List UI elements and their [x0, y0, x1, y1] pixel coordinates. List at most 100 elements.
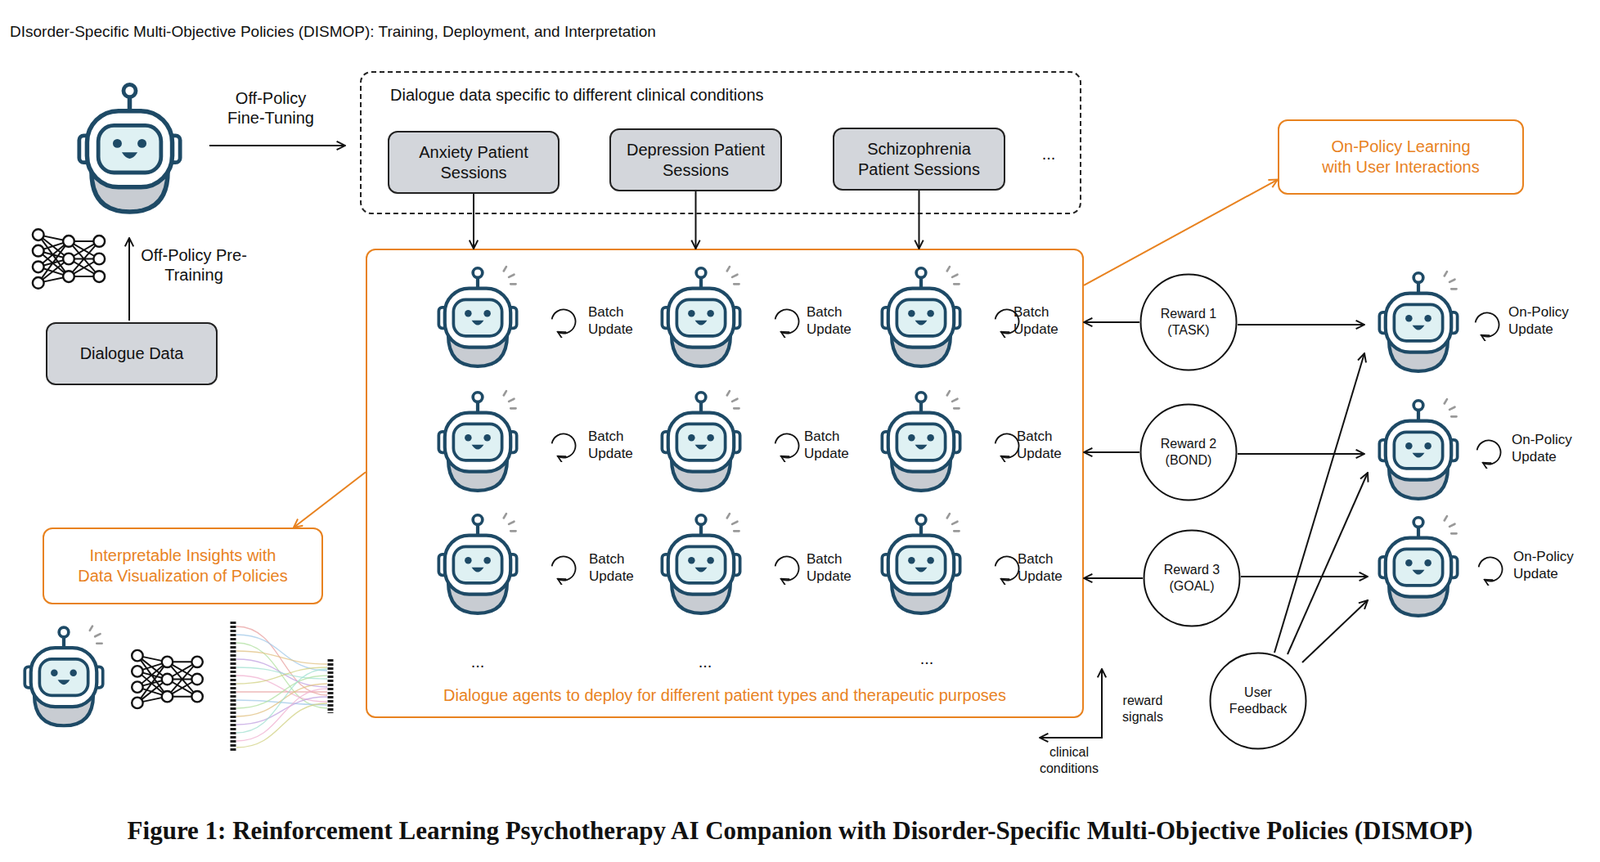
annotation-label: Batch Update [806, 304, 866, 338]
annotation-label: clinical conditions [1032, 744, 1106, 777]
circle-shape [1141, 274, 1237, 371]
neural-network-icon [32, 229, 105, 289]
flow-arrow [1083, 577, 1143, 580]
condition-arrow [1039, 737, 1103, 739]
flow-arrow [472, 193, 475, 249]
flow-axis [328, 659, 334, 714]
flow-arrow [918, 190, 921, 249]
insight-box: Interpretable Insights with Data Visuali… [42, 527, 324, 605]
reward-circle: Reward 1 (TASK) [1139, 273, 1238, 372]
node-text: Depression Patient Sessions [622, 139, 769, 181]
loop-icon [1477, 440, 1502, 464]
annotation-label: Batch Update [1017, 551, 1077, 585]
loop-icon [1475, 312, 1500, 337]
process-box: On-Policy Learning with User Interaction… [1277, 119, 1524, 195]
agent-robot [661, 513, 740, 614]
agent-robot [438, 513, 517, 614]
feedback-arrow [1274, 353, 1365, 653]
agent-robot [881, 266, 960, 367]
node-text: User Feedback [1225, 684, 1291, 718]
reward-circle: Reward 3 (GOAL) [1142, 529, 1241, 628]
node-text: Dialogue agents to deploy for different … [367, 686, 1083, 706]
agent-group: Dialogue agents to deploy for different … [365, 248, 1084, 719]
circle-outline [1208, 651, 1308, 751]
online-robot [1379, 516, 1457, 616]
node-text: Schizophrenia Patient Sessions [845, 139, 993, 180]
loop-icon [1478, 557, 1503, 581]
annotation-label: Batch Update [804, 428, 863, 463]
feedback-arrow [1302, 600, 1368, 663]
dataset-group: Dialogue data specific to different clin… [359, 71, 1082, 215]
reward-arrow [1240, 575, 1368, 578]
circle-outline [1139, 273, 1238, 372]
annotation-label: Batch Update [588, 304, 648, 338]
circle-shape [1144, 530, 1241, 627]
loop-icon [552, 309, 576, 333]
robot-icon [24, 626, 103, 727]
annotation-label: reward signals [1114, 692, 1172, 725]
session-box: Schizophrenia Patient Sessions [832, 127, 1006, 191]
annotation-label: On-Policy Update [1511, 431, 1590, 466]
loop-icon [775, 433, 800, 458]
flow-arrow [1083, 179, 1278, 286]
signal-arrow [1101, 669, 1103, 738]
node-text: Interpretable Insights with Data Visuali… [72, 545, 293, 587]
node-text: On-Policy Learning with User Interaction… [1316, 136, 1485, 178]
node-text: Reward 1 (TASK) [1155, 305, 1222, 339]
node-text: Reward 3 (GOAL) [1159, 561, 1225, 595]
fine-tuning-arrow [209, 144, 346, 147]
annotation-label: On-Policy Update [1513, 548, 1592, 583]
feedback-arrow [1287, 472, 1368, 655]
online-robot [1379, 271, 1457, 372]
pre-training-arrow [128, 238, 131, 321]
agent-robot [881, 391, 960, 491]
agent-robot [661, 266, 740, 367]
loop-icon [775, 556, 800, 580]
node-text: Anxiety Patient Sessions [400, 142, 547, 184]
online-robot [1379, 399, 1457, 499]
annotation-label: ... [688, 651, 722, 672]
data-box: Dialogue Data [45, 322, 218, 386]
flow-axis [230, 621, 237, 751]
loop-icon [995, 433, 1020, 458]
agent-robot [438, 266, 517, 367]
annotation-label: Off-Policy Pre-Training [136, 245, 252, 286]
circle-shape [1210, 653, 1307, 750]
annotation-label: Batch Update [588, 428, 648, 463]
reward-circle: Reward 2 (BOND) [1139, 403, 1238, 502]
neural-network-icon [131, 650, 203, 709]
annotation-label: ... [1032, 143, 1066, 164]
session-box: Depression Patient Sessions [609, 128, 783, 192]
annotation-label: On-Policy Update [1508, 304, 1587, 338]
flow-arrow [1083, 321, 1140, 324]
diagram-title: DIsorder-Specific Multi-Objective Polici… [9, 22, 657, 41]
circle-shape [1141, 404, 1237, 501]
loop-icon [552, 556, 576, 580]
robot-icon [79, 84, 180, 212]
session-box: Anxiety Patient Sessions [387, 130, 560, 194]
loop-icon [552, 433, 576, 458]
flow-arrow [1083, 451, 1140, 454]
agent-robot [881, 513, 960, 614]
loop-icon [775, 309, 800, 333]
annotation-label: ... [461, 651, 495, 672]
flow-arrow [695, 191, 697, 249]
loop-icon [995, 556, 1020, 580]
node-text: Reward 2 (BOND) [1155, 435, 1222, 469]
annotation-label: Batch Update [1016, 428, 1076, 463]
policy-flow-chart [236, 626, 328, 748]
annotation-label: Batch Update [1013, 304, 1073, 338]
circle-outline [1139, 403, 1238, 502]
reward-arrow [1237, 453, 1365, 455]
flow-arrow [293, 471, 366, 528]
annotation-label: Batch Update [588, 551, 648, 585]
agent-robot [661, 391, 740, 491]
annotation-label: Batch Update [806, 551, 866, 585]
node-text: Dialogue data specific to different clin… [390, 85, 765, 105]
feedback-circle: User Feedback [1208, 651, 1308, 751]
figure-caption: Figure 1: Reinforcement Learning Psychot… [0, 816, 1600, 846]
reward-arrow [1237, 323, 1365, 326]
agent-robot [438, 391, 517, 491]
node-text: Dialogue Data [80, 343, 185, 365]
